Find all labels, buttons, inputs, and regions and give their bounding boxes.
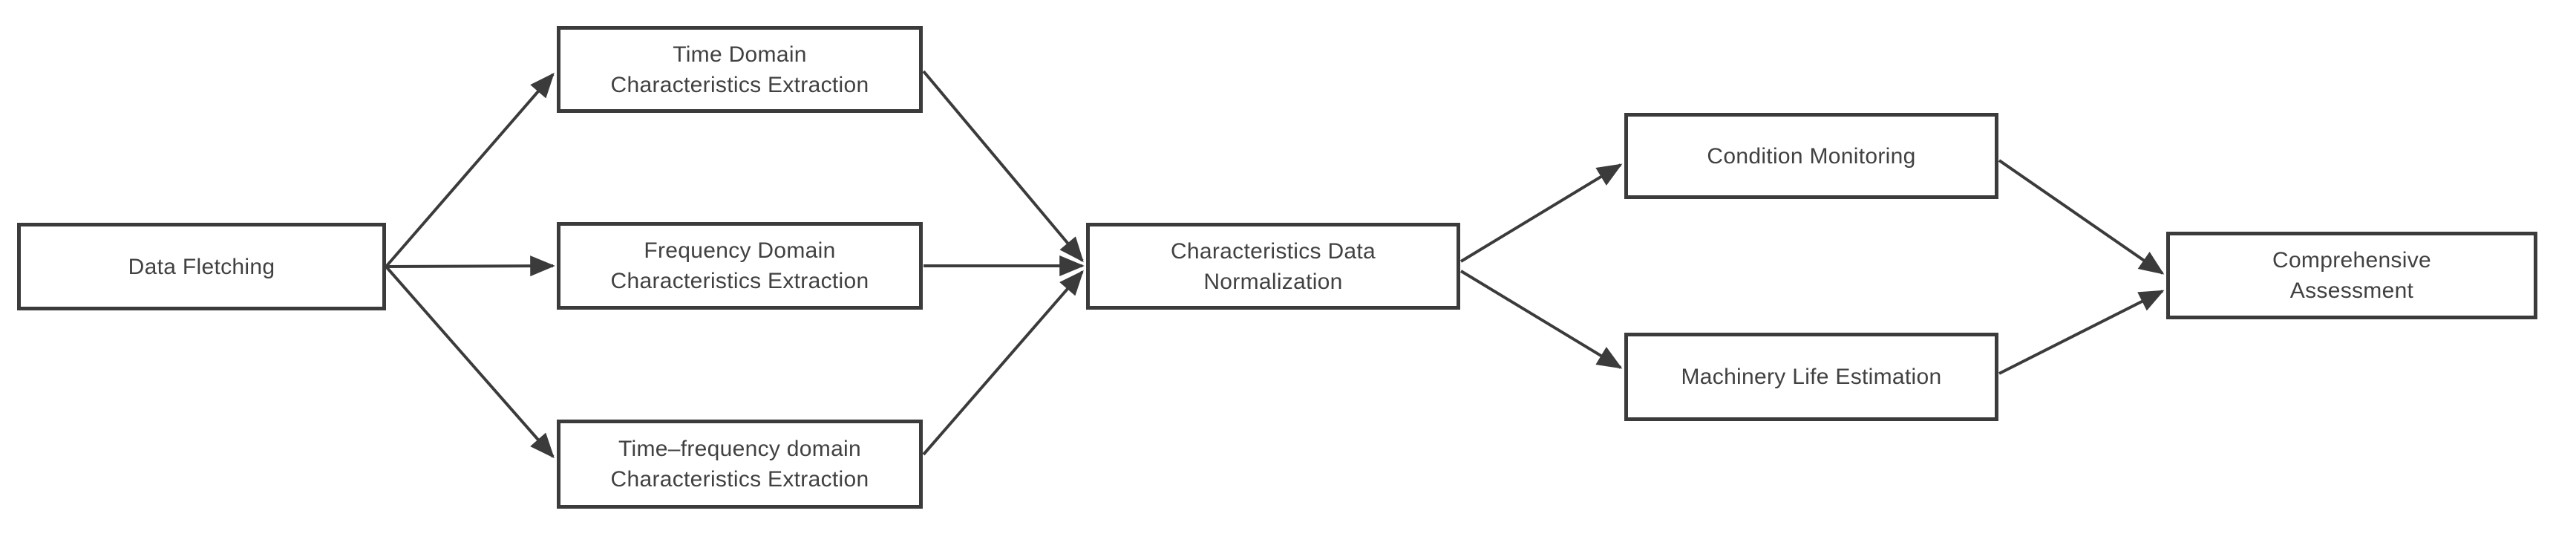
flow-node-frequency-domain: Frequency Domain Characteristics Extract… <box>557 222 923 310</box>
flow-arrow-data-fetching-to-time-domain <box>385 72 555 268</box>
flow-arrow-data-fetching-to-frequency-domain <box>385 255 555 277</box>
flow-node-data-fetching: Data Fletching <box>17 223 386 310</box>
flow-node-label: Data Fletching <box>128 254 275 279</box>
flow-arrow-condition-monitoring-to-comprehensive-assessment <box>1998 159 2165 275</box>
flow-node-time-domain: Time Domain Characteristics Extraction <box>557 26 923 113</box>
flow-node-label: Time–frequency domain Characteristics Ex… <box>610 437 869 492</box>
flow-arrow-time-frequency-domain-to-normalization <box>922 270 1084 456</box>
flow-node-condition-monitoring: Condition Monitoring <box>1624 113 1998 199</box>
flow-node-label: Characteristics Data Normalization <box>1170 238 1376 294</box>
flow-arrow-data-fetching-to-time-frequency-domain <box>385 265 555 459</box>
flow-node-label: Condition Monitoring <box>1707 143 1916 169</box>
flow-arrow-time-domain-to-normalization <box>922 70 1084 263</box>
flow-node-label: Frequency Domain Characteristics Extract… <box>610 238 869 293</box>
flow-arrow-normalization-to-condition-monitoring <box>1459 163 1623 263</box>
flow-arrow-machinery-life-estimation-to-comprehensive-assessment <box>1998 290 2165 375</box>
flow-arrow-normalization-to-machinery-life-estimation <box>1459 270 1623 369</box>
flow-node-label: Comprehensive Assessment <box>2272 248 2431 303</box>
flow-node-comprehensive-assessment: Comprehensive Assessment <box>2166 232 2537 319</box>
flow-node-machinery-life-estimation: Machinery Life Estimation <box>1624 333 1998 421</box>
flow-node-label: Time Domain Characteristics Extraction <box>610 42 869 97</box>
flow-node-normalization: Characteristics Data Normalization <box>1086 223 1460 310</box>
flow-node-time-frequency-domain: Time–frequency domain Characteristics Ex… <box>557 420 923 509</box>
flow-node-label: Machinery Life Estimation <box>1681 365 1942 389</box>
